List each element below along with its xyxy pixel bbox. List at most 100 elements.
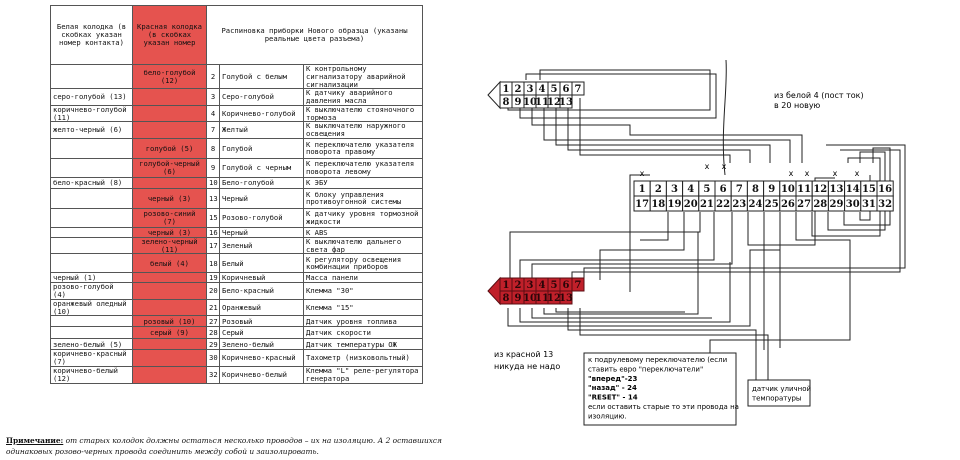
main-pin-label: 25 xyxy=(765,199,779,210)
main-pin-cell xyxy=(876,195,894,212)
note-text: от старых колодок должны остаться нескол… xyxy=(6,436,442,456)
cell-description: К выключателю наружного освещения xyxy=(303,121,423,139)
cell-wire-color: Черный xyxy=(219,226,304,238)
label-red-line2: никуда не надо xyxy=(494,362,560,371)
temp-box-line: темпоратуры xyxy=(752,395,801,403)
cell-pin: 19 xyxy=(206,272,220,284)
main-pin-label: 13 xyxy=(830,184,844,195)
white-conn-pin-label: 2 xyxy=(515,84,522,95)
main-pin-label: 22 xyxy=(716,199,730,210)
white-conn-pin-label: 7 xyxy=(575,84,582,95)
red-conn-pin-cell xyxy=(571,277,585,292)
x-mark: x xyxy=(855,169,860,178)
cell-description: Масса панели xyxy=(303,272,423,284)
red-conn-pin-label: 3 xyxy=(527,280,534,291)
pinout-panel: Белая колодка (в скобках указан номер ко… xyxy=(6,5,442,456)
cell-white-block xyxy=(50,253,133,274)
cell-description: К датчику аварийного давления масла xyxy=(303,88,423,106)
wires xyxy=(507,59,906,380)
cell-wire-color: Розовый xyxy=(219,315,304,328)
cell-red-block: серый (9) xyxy=(132,326,207,340)
cell-red-block: розовый (10) xyxy=(132,315,207,328)
cell-wire-color: Бело-красный xyxy=(219,282,304,300)
table-header-row: Белая колодка (в скобках указан номер ко… xyxy=(50,5,423,65)
white-conn-pin-label: 13 xyxy=(559,97,573,108)
label-red-line1: из красной 13 xyxy=(494,350,553,359)
cell-white-block: коричнево-белый (12) xyxy=(50,366,133,384)
cell-wire-color: Коричнево-красный xyxy=(219,349,304,368)
main-pin-label: 16 xyxy=(878,184,892,195)
cell-white-block xyxy=(50,226,133,238)
cell-pin: 13 xyxy=(206,187,220,209)
wire xyxy=(567,98,751,163)
header-new-pinout: Распиновка приборки Нового образца (указ… xyxy=(206,5,423,65)
cell-pin: 30 xyxy=(206,349,220,368)
main-pin-label: 14 xyxy=(846,184,860,195)
cell-white-block xyxy=(50,315,133,328)
cell-wire-color: Голубой с белым xyxy=(219,63,304,90)
wire xyxy=(543,232,699,315)
main-pin-label: 30 xyxy=(846,199,860,210)
cell-red-block xyxy=(132,176,207,189)
cell-wire-color: Желтый xyxy=(219,121,304,139)
cell-description: Клемма "30" xyxy=(303,282,423,300)
main-pin-label: 21 xyxy=(700,199,714,210)
cell-pin: 20 xyxy=(206,282,220,300)
cell-white-block xyxy=(50,326,133,340)
x-mark: x xyxy=(833,169,838,178)
cell-wire-color: Бело-голубой xyxy=(219,176,304,189)
white-conn-pin-label: 4 xyxy=(539,84,546,95)
red-conn-key-tip xyxy=(487,276,501,306)
cell-white-block xyxy=(50,157,133,178)
wire xyxy=(531,308,712,319)
red-conn-pin-label: 8 xyxy=(503,293,510,304)
cell-description: К выключателю стояночного тормоза xyxy=(303,104,423,123)
cell-red-block xyxy=(132,349,207,368)
main-pin-label: 23 xyxy=(732,199,746,210)
cell-white-block: оранжевый оледный (10) xyxy=(50,298,133,317)
cell-red-block: голубой (5) xyxy=(132,137,207,159)
cell-wire-color: Зелено-белый xyxy=(219,338,304,351)
switch-box-line: "назад" - 24 xyxy=(588,384,637,392)
cell-red-block: розово-синий (7) xyxy=(132,207,207,228)
main-pin-label: 2 xyxy=(655,184,662,195)
cell-description: К блоку управления противоугонной систем… xyxy=(303,187,423,209)
white-conn-pin-label: 10 xyxy=(523,97,537,108)
main-pin-label: 6 xyxy=(720,184,727,195)
red-conn-pin-cell xyxy=(559,290,573,305)
main-pin-label: 24 xyxy=(749,199,763,210)
x-mark: x xyxy=(722,162,727,171)
cell-red-block: голубой-черный (6) xyxy=(132,157,207,178)
cell-red-block xyxy=(132,366,207,384)
cell-description: Датчик уровня топлива xyxy=(303,315,423,328)
cell-wire-color: Голубой xyxy=(219,137,304,159)
red-conn-pin-label: 7 xyxy=(575,280,582,291)
switch-box-line: ставить евро "переключатели" xyxy=(588,365,703,373)
white-conn-key-tip xyxy=(487,80,501,110)
cell-red-block xyxy=(132,282,207,300)
main-pin-label: 28 xyxy=(813,199,827,210)
cell-wire-color: Черный xyxy=(219,187,304,209)
red-conn-pin-label: 9 xyxy=(515,293,522,304)
cell-pin: 29 xyxy=(206,338,220,351)
cell-red-block: черный (3) xyxy=(132,226,207,238)
cell-wire-color: Белый xyxy=(219,253,304,274)
wire xyxy=(579,98,731,163)
note-label: Примечание: xyxy=(6,436,64,445)
red-conn-pin-label: 13 xyxy=(559,293,573,304)
cell-description: Клемма "15" xyxy=(303,298,423,317)
wire xyxy=(571,149,901,280)
cell-red-block: зелено-черный (11) xyxy=(132,236,207,255)
cell-wire-color: Коричневый xyxy=(219,272,304,284)
